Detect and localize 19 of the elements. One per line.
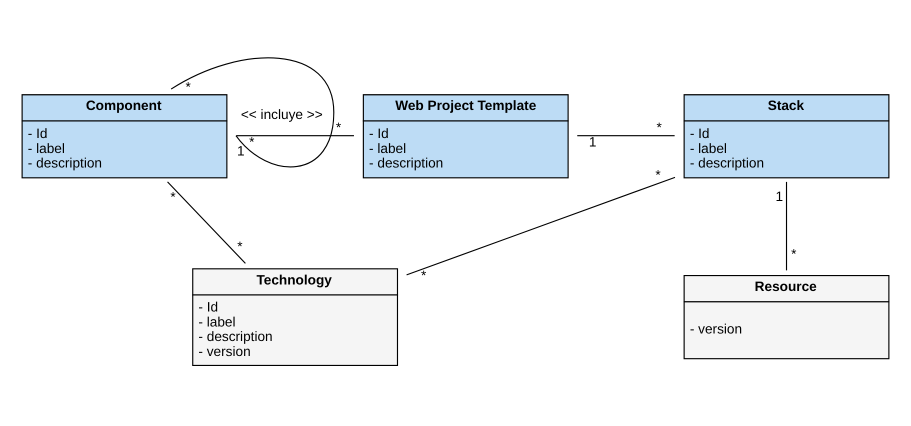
label: * xyxy=(656,120,662,135)
label: * xyxy=(237,238,243,254)
connector xyxy=(577,134,675,136)
label: 1 xyxy=(776,188,784,204)
connector xyxy=(170,56,334,167)
label: * xyxy=(336,120,342,135)
label: 1 xyxy=(588,134,597,149)
label: * xyxy=(170,189,176,204)
label: * xyxy=(249,134,254,149)
edge-label: << incluye >> xyxy=(240,106,323,122)
connector xyxy=(406,176,676,275)
label: * xyxy=(420,267,426,282)
connector xyxy=(167,181,246,264)
label: * xyxy=(185,78,191,94)
label: * xyxy=(791,246,796,261)
label: * xyxy=(655,166,661,182)
connector xyxy=(236,134,354,136)
connector xyxy=(786,181,788,270)
label: 1 xyxy=(236,143,245,158)
